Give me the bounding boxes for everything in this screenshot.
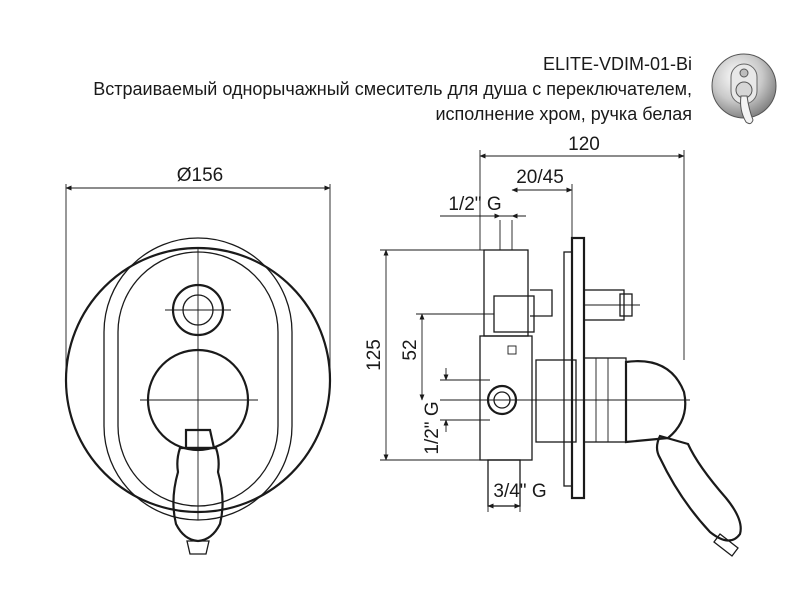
description-line-1: Встраиваемый однорычажный смеситель для … — [93, 79, 692, 99]
diameter-label: Ø156 — [177, 165, 223, 186]
valve-marker — [507, 345, 517, 355]
handle-tip-side — [713, 533, 739, 557]
top-outlet-body — [483, 249, 529, 337]
dimension-20-45: 20/45 — [511, 167, 573, 238]
dimension-120: 120 — [479, 134, 685, 360]
dimension-thread-top: 1/2" G — [440, 194, 526, 219]
handle-lever-side — [655, 434, 742, 542]
thread-top-label: 1/2" G — [448, 194, 501, 215]
model-code: ELITE-VDIM-01-Bi — [542, 54, 692, 74]
thread-side-label: 1/2" G — [422, 401, 443, 454]
dimension-52: 52 — [400, 313, 494, 401]
handle-dome — [624, 360, 687, 444]
thread-bottom-label: 3/4" G — [493, 481, 546, 502]
dimension-thread-bottom: 3/4" G — [487, 481, 547, 512]
diameter-dimension: Ø156 — [65, 165, 331, 380]
depth-range-label: 20/45 — [516, 167, 564, 188]
faucet-product-thumbnail-icon — [711, 53, 777, 125]
top-connector — [530, 289, 553, 317]
front-view — [64, 237, 332, 555]
description-line-2: исполнение хром, ручка белая — [435, 104, 692, 124]
height-partial-label: 52 — [400, 339, 421, 360]
height-total-label: 125 — [364, 339, 385, 371]
handle-tip-cap — [186, 540, 210, 555]
depth-total-label: 120 — [568, 134, 600, 155]
dimension-thread-side: 1/2" G — [422, 368, 490, 455]
header: ELITE-VDIM-01-Bi Встраиваемый однорычажн… — [93, 52, 692, 127]
side-view — [440, 220, 742, 557]
cartridge-housing — [535, 359, 577, 443]
dimension-125: 125 — [364, 249, 484, 461]
cover-plate — [570, 236, 586, 500]
handle-neck — [184, 428, 216, 450]
mounting-flange — [563, 251, 573, 487]
